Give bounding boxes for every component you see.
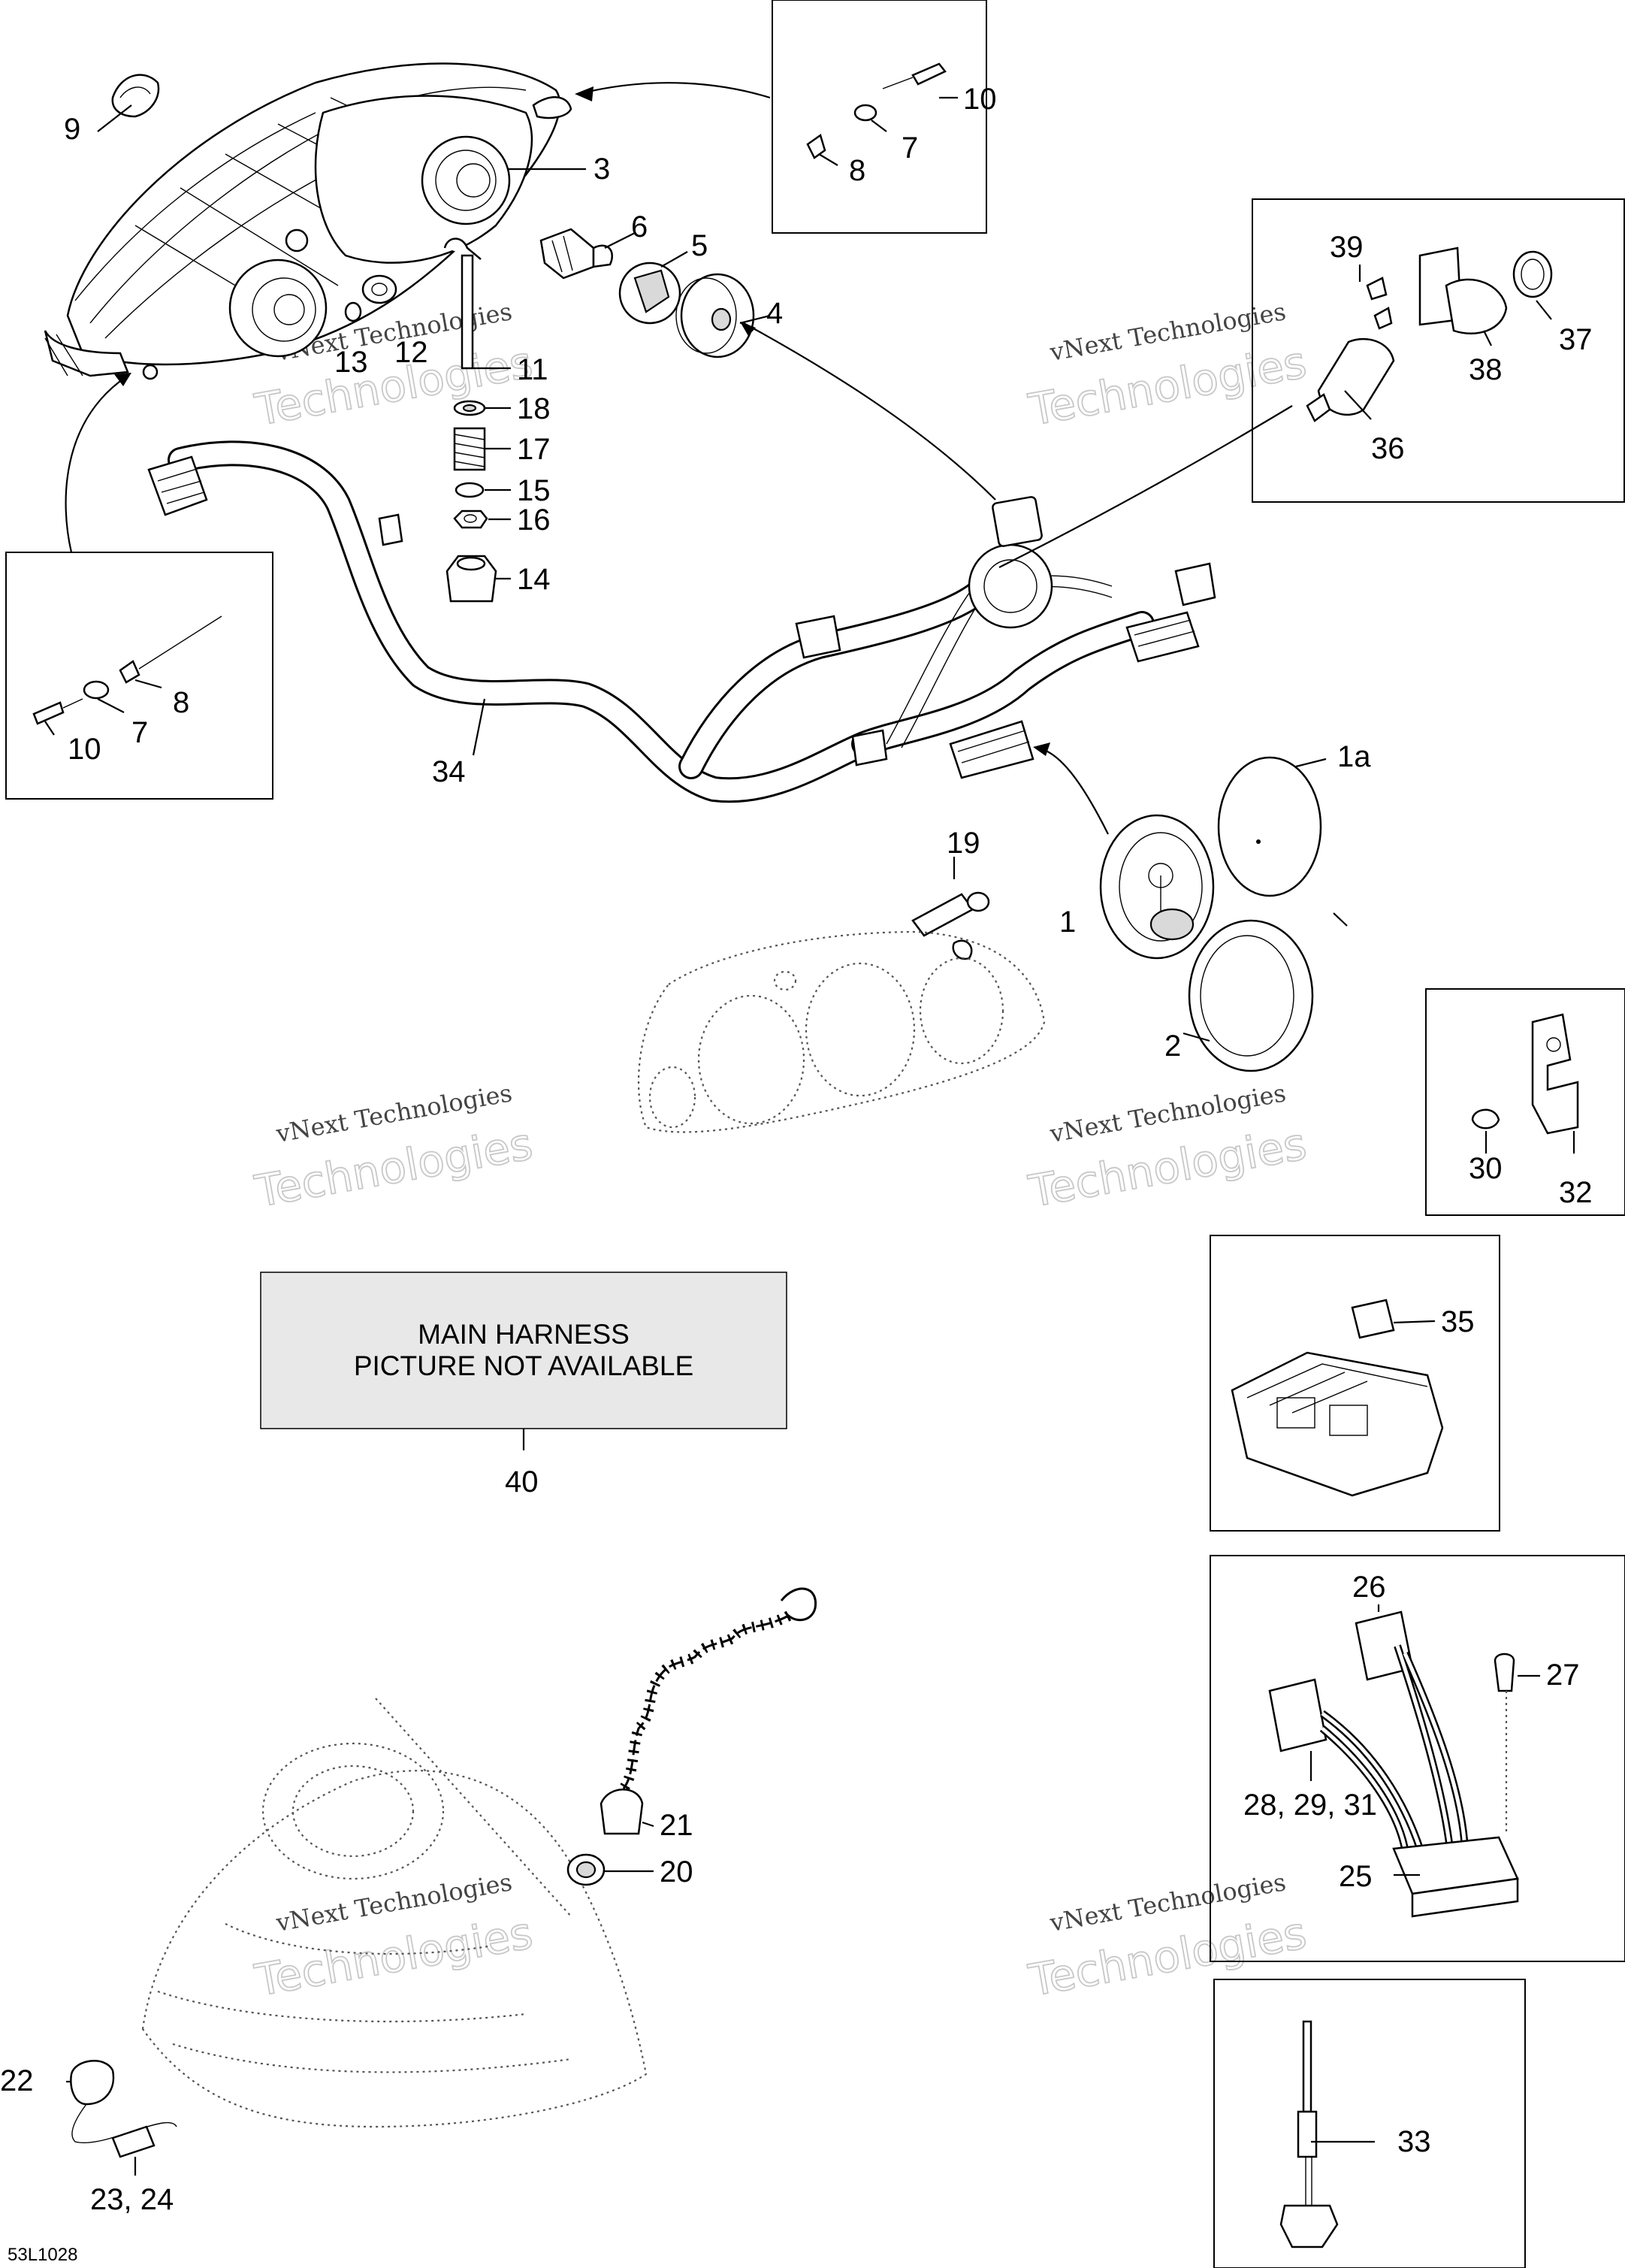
callout-21: 21 xyxy=(660,1809,693,1842)
callout-9: 9 xyxy=(64,113,80,146)
part-21-tether-cap xyxy=(600,1789,644,1835)
watermark: vNext Technologies Technologies xyxy=(1024,1078,1311,1217)
watermark: vNext Technologies Technologies xyxy=(250,1078,537,1217)
part-4-rubber-cap xyxy=(675,273,755,358)
detail-box-sensor xyxy=(1213,1979,1526,2268)
adjuster-stack xyxy=(443,237,497,603)
placeholder-line1: MAIN HARNESS xyxy=(418,1319,630,1350)
callout-7b: 7 xyxy=(131,716,148,749)
placeholder-line2: PICTURE NOT AVAILABLE xyxy=(354,1350,693,1381)
detail-box-bracket xyxy=(1425,988,1625,1216)
leader-lines xyxy=(44,82,1575,2176)
tether-cord xyxy=(619,1587,817,1792)
part-1-gauge xyxy=(1099,814,1215,960)
watermark: vNext Technologies Technologies xyxy=(1024,1867,1311,2006)
callout-23-24: 23, 24 xyxy=(90,2183,174,2216)
watermark: vNext Technologies Technologies xyxy=(250,1867,537,2006)
part-22-lamp xyxy=(70,2060,177,2144)
callout-25: 25 xyxy=(1339,1860,1373,1893)
callout-10a: 10 xyxy=(963,83,997,116)
detail-box-screw-kit-left xyxy=(5,552,273,800)
part-12-grommet xyxy=(361,274,397,304)
callout-18: 18 xyxy=(517,392,551,425)
reference-code: 53L1028 xyxy=(8,2245,77,2265)
part-9-clip xyxy=(111,74,160,118)
part-19-key-switch xyxy=(911,891,990,960)
callout-15: 15 xyxy=(517,474,551,507)
callout-7a: 7 xyxy=(902,132,918,165)
callout-35: 35 xyxy=(1441,1305,1475,1338)
part-13-washer xyxy=(344,301,362,322)
callout-16: 16 xyxy=(517,503,551,537)
callout-36: 36 xyxy=(1371,432,1405,465)
watermark-group: vNext Technologies Technologies vNext Te… xyxy=(250,297,1311,2006)
callout-28-29-31: 28, 29, 31 xyxy=(1243,1789,1377,1822)
part-34-wiring-harness xyxy=(147,440,1216,803)
callout-13: 13 xyxy=(334,346,368,379)
callout-14: 14 xyxy=(517,563,551,596)
part-5-socket-ring xyxy=(618,262,681,325)
part-1a-lens xyxy=(1217,756,1322,897)
callout-8a: 8 xyxy=(849,154,865,187)
callout-3: 3 xyxy=(594,153,610,186)
part-6-bulb xyxy=(539,228,613,280)
callout-11: 11 xyxy=(517,353,548,386)
callout-12: 12 xyxy=(394,336,428,369)
detail-box-flasher xyxy=(1252,198,1625,503)
part-20-tether-ring xyxy=(566,1853,606,1886)
callout-34: 34 xyxy=(432,755,466,788)
callout-20: 20 xyxy=(660,1855,693,1888)
callout-38: 38 xyxy=(1469,353,1503,386)
callout-17: 17 xyxy=(517,433,551,466)
callout-19: 19 xyxy=(947,827,980,860)
detail-box-rectifier xyxy=(1210,1555,1625,1962)
headlight-assembly xyxy=(44,62,572,380)
callout-27: 27 xyxy=(1546,1659,1580,1692)
callout-labels: 9 3 6 5 4 13 12 11 18 17 15 16 14 10 7 8… xyxy=(0,83,1593,2265)
callout-1: 1 xyxy=(1059,906,1076,939)
callout-2: 2 xyxy=(1164,1030,1181,1063)
callout-22: 22 xyxy=(0,2064,34,2097)
console-outline-dotted xyxy=(141,1698,648,2128)
part-23-connector xyxy=(111,2125,156,2158)
part-2-bezel-ring xyxy=(1188,919,1314,1072)
callout-39: 39 xyxy=(1330,231,1364,264)
callout-37: 37 xyxy=(1559,323,1593,356)
callout-30: 30 xyxy=(1469,1152,1503,1185)
callout-6: 6 xyxy=(631,210,648,243)
callout-5: 5 xyxy=(691,229,708,262)
dashboard-outline-dotted xyxy=(637,930,1046,1133)
detail-box-screw-kit-top xyxy=(772,0,987,234)
callout-10b: 10 xyxy=(68,733,101,766)
callout-33: 33 xyxy=(1397,2125,1431,2158)
callout-40: 40 xyxy=(505,1465,539,1498)
callout-8b: 8 xyxy=(173,686,189,719)
callout-32: 32 xyxy=(1559,1176,1593,1209)
watermark: vNext Technologies Technologies xyxy=(1024,297,1311,436)
callout-26: 26 xyxy=(1352,1571,1386,1604)
main-harness-placeholder: MAIN HARNESS PICTURE NOT AVAILABLE xyxy=(260,1272,787,1429)
detail-box-fuse-box xyxy=(1210,1235,1500,1532)
callout-1a: 1a xyxy=(1337,740,1371,773)
callout-4: 4 xyxy=(766,297,783,330)
